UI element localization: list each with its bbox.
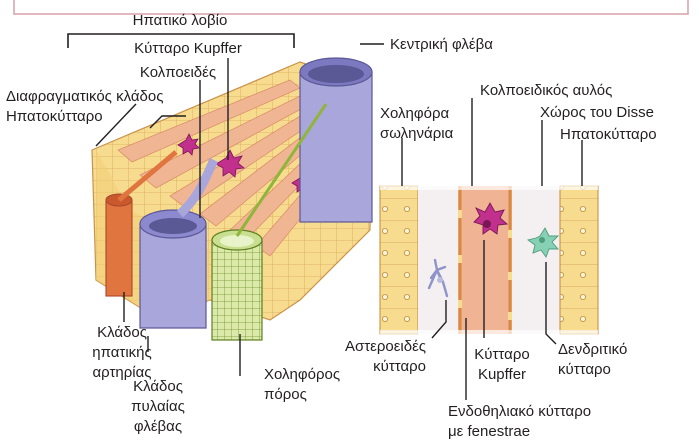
hepatocyte-right-label: Ηπατοκύτταρο [560, 126, 657, 144]
bile-canaliculi-label: Χοληφόρα σωληνάρια [380, 104, 453, 144]
sinusoids-label: Κολποειδές [108, 64, 248, 82]
dendritic-cell-label: Δενδριτικό κύτταρο [558, 340, 627, 380]
kupffer-cell-right-label: Κύτταρο Kupffer [460, 345, 544, 385]
stellate-cell-label: Αστεροειδές κύτταρο [326, 337, 426, 377]
sinusoidal-lumen-label: Κολποειδικός αυλός [480, 82, 612, 100]
sinusoid-cross-section [380, 180, 598, 340]
diaphragmatic-branch-label: Διαφραγματικός κλάδος [6, 88, 163, 106]
space-of-disse-label: Χώρος του Disse [540, 104, 654, 122]
endothelial-cell-label: Ενδοθηλιακό κύτταρο με fenestrae [448, 402, 591, 442]
hepatic-lobule-label: Ηπατικό λοβίο [110, 12, 250, 30]
hepatocyte-left-label: Ηπατοκύτταρο [6, 108, 103, 126]
central-vein-label: Κεντρική φλέβα [390, 36, 493, 54]
central-vein [300, 58, 372, 222]
portal-vein-branch-label: Κλάδος πυλαίας φλέβας [116, 377, 200, 437]
kupffer-cell-label: Κύτταρο Kupffer [108, 40, 268, 58]
hepatic-artery-branch-label: Κλάδος ηπατικής αρτηρίας [72, 323, 172, 383]
